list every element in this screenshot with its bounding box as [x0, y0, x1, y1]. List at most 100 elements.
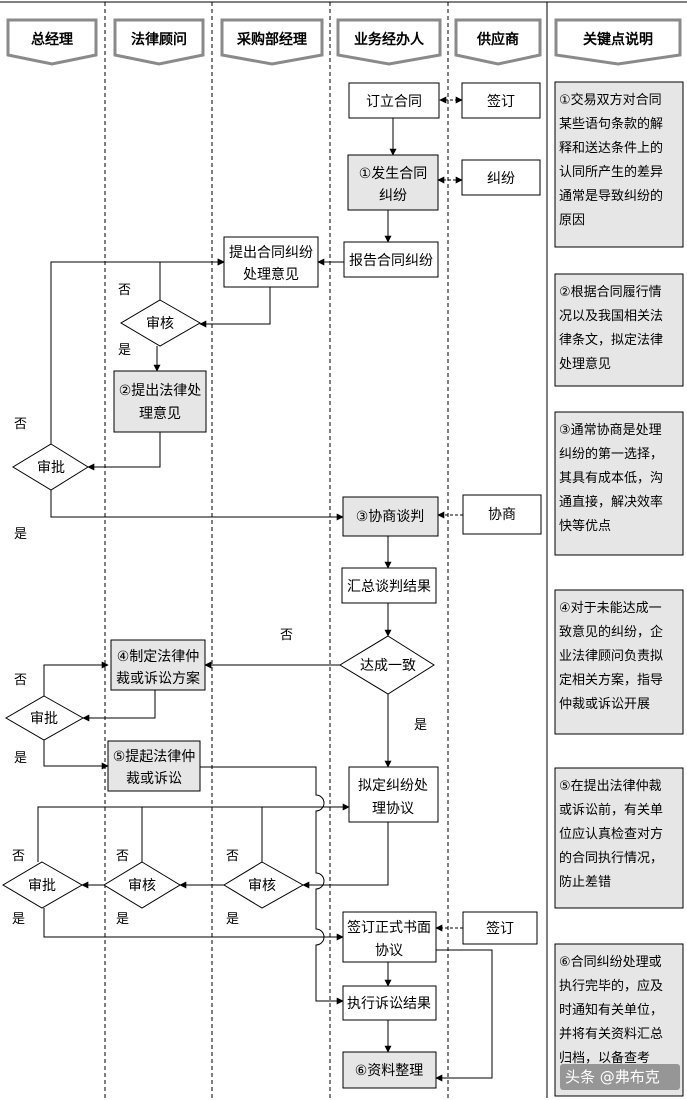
note-1: ①交易双方对合同 某些语句条款的解 释和送达条件上的 认同所产生的差异 通常是导…	[554, 81, 684, 248]
label-draft-agreement-1: 拟定纠纷处	[358, 778, 428, 794]
diamond-approve2	[5, 695, 85, 741]
note-3-line: 快等优点	[559, 518, 611, 534]
note-2: ②根据合同履行情 况以及我国相关法 律条文，拟定法律 处理意见	[554, 273, 684, 387]
note-2-line: ②根据合同履行情	[559, 285, 662, 300]
header-law-label: 法律顾问	[131, 31, 187, 48]
note-1-line: 通常是导致纠纷的	[559, 188, 663, 204]
note-4-line: 致意见的纠纷，企	[559, 624, 663, 640]
yes-label: 是	[116, 912, 129, 927]
note-1-line: 认同所产生的差异	[559, 164, 663, 180]
box-negotiate	[342, 496, 439, 537]
label-legal-opinion-1: ②提出法律处	[119, 383, 202, 399]
diamond-review3	[223, 861, 305, 909]
label-file-suit-2: 裁或诉讼	[126, 771, 182, 787]
edge-labels: 否 是 否 是 否 是 否 是 否 否 否 是 是 是	[12, 283, 427, 927]
label-dispute-occurs-2: 纠纷	[379, 188, 407, 204]
box-sign-contract	[348, 82, 440, 119]
note-5-line: 的合同执行情况，	[559, 850, 663, 866]
header-biz: 业务经办人	[336, 18, 442, 66]
box-dispute-sup	[461, 159, 541, 196]
header-sup-label: 供应商	[476, 31, 519, 48]
header-pm: 采购部经理	[220, 18, 324, 66]
yes-label: 是	[14, 751, 27, 766]
note-5: ⑤在提出法律仲裁 或诉讼前，有关单 位应认真检查对方 的合同执行情况， 防止差错	[554, 767, 684, 909]
box-propose-opinion	[223, 236, 319, 288]
note-3-line: ③通常协商是处理	[559, 423, 662, 438]
note-3: ③通常协商是处理 纠纷的第一选择， 其具有成本低，沟 通直接，解决效率 快等优点	[554, 411, 684, 556]
diamond-approve3	[2, 861, 84, 909]
watermark-text: 头条 @弗布克	[565, 1068, 660, 1086]
note-1-line: 原因	[559, 213, 585, 228]
yes-label: 是	[14, 527, 27, 542]
node-labels: 订立合同 签订 ①发生合同 纠纷 纠纷 报告合同纠纷 提出合同纠纷 处理意见 审…	[28, 93, 516, 1079]
label-sign1: 签订	[487, 93, 515, 110]
note-3-line: 其具有成本低，沟	[559, 471, 663, 486]
header-biz-label: 业务经办人	[354, 31, 425, 48]
note-1-line: 释和送达条件上的	[559, 140, 663, 156]
note-3-line: 纠纷的第一选择，	[559, 446, 663, 462]
box-draft-agreement	[348, 766, 439, 823]
header-gm-label: 总经理	[31, 31, 73, 48]
note-4: ④对于未能达成一 致意见的纠纷，企 业法律顾问负责拟 定相关方案，指导 仲裁或诉…	[554, 589, 684, 735]
box-execute	[342, 985, 437, 1021]
label-archive: ⑥资料整理	[355, 1063, 424, 1079]
header-key: 关键点说明	[554, 18, 682, 66]
box-legal-opinion	[113, 370, 207, 433]
label-sign2: 签订	[486, 920, 514, 937]
label-sign-formal-2: 协议	[375, 943, 403, 959]
note-6: ⑥合同纠纷处理或 执行完毕的，应及 时通知有关单位， 并将有关资料汇总 归档，以…	[554, 943, 684, 1097]
label-legal-opinion-2: 理意见	[139, 405, 181, 422]
header-law: 法律顾问	[113, 18, 205, 66]
label-negotiate-sup: 协商	[488, 507, 516, 523]
note-2-line: 处理意见	[559, 356, 611, 372]
label-make-plan-2: 裁或诉讼方案	[116, 670, 200, 687]
no-label: 否	[14, 417, 27, 432]
watermark: 头条 @弗布克	[560, 1064, 680, 1090]
box-summarize	[341, 567, 437, 604]
no-label: 否	[118, 283, 131, 298]
note-6-line: 执行完毕的，应及	[559, 978, 663, 994]
no-label: 否	[280, 628, 293, 643]
label-sign-contract: 订立合同	[366, 94, 422, 110]
lane-separators	[104, 2, 449, 1098]
label-make-plan-1: ④制定法律仲	[117, 649, 200, 665]
note-6-line: 时通知有关单位，	[559, 1002, 663, 1018]
box-file-suit	[107, 740, 201, 792]
note-4-line: 业法律顾问负责拟	[559, 649, 663, 664]
note-2-line: 况以及我国相关法	[559, 309, 663, 324]
yes-label: 是	[226, 912, 239, 927]
yes-label: 是	[118, 343, 131, 358]
note-5-line: ⑤在提出法律仲裁	[559, 778, 662, 794]
lane-headers: 总经理 法律顾问 采购部经理 业务经办人 供应商 关键点说明	[6, 18, 682, 66]
note-1-line: 某些语句条款的解	[559, 116, 663, 132]
note-4-line: 定相关方案，指导	[559, 672, 663, 688]
key-notes: ①交易双方对合同 某些语句条款的解 释和送达条件上的 认同所产生的差异 通常是导…	[554, 81, 684, 1097]
header-gm: 总经理	[6, 18, 98, 66]
box-negotiate-sup	[462, 494, 542, 535]
label-negotiate: ③协商谈判	[356, 509, 425, 525]
label-summarize: 汇总谈判结果	[347, 579, 431, 595]
connectors	[37, 96, 493, 1082]
note-5-line: 或诉讼前，有关单	[559, 802, 663, 818]
label-sign-formal-1: 签订正式书面	[347, 919, 431, 936]
label-review2: 审核	[128, 878, 156, 894]
no-label: 否	[14, 673, 27, 688]
note-1-line: ①交易双方对合同	[559, 92, 662, 108]
label-file-suit-1: ⑤提起法律仲	[113, 749, 196, 765]
label-execute: 执行诉讼结果	[347, 996, 431, 1012]
box-report-dispute	[343, 241, 439, 278]
label-propose-opinion-2: 处理意见	[243, 266, 299, 283]
box-sign1	[461, 82, 541, 119]
diamond-approve1	[12, 443, 89, 491]
label-approve3: 审批	[28, 878, 56, 894]
label-approve2: 审批	[30, 711, 58, 727]
decision-diamonds	[2, 299, 435, 909]
label-review1: 审核	[146, 316, 174, 332]
yes-label: 是	[12, 912, 25, 927]
label-review3: 审核	[248, 878, 276, 894]
note-6-line: ⑥合同纠纷处理或	[559, 955, 662, 970]
box-make-plan	[110, 639, 206, 691]
box-sign2	[462, 911, 538, 945]
label-approve1: 审批	[37, 460, 65, 476]
